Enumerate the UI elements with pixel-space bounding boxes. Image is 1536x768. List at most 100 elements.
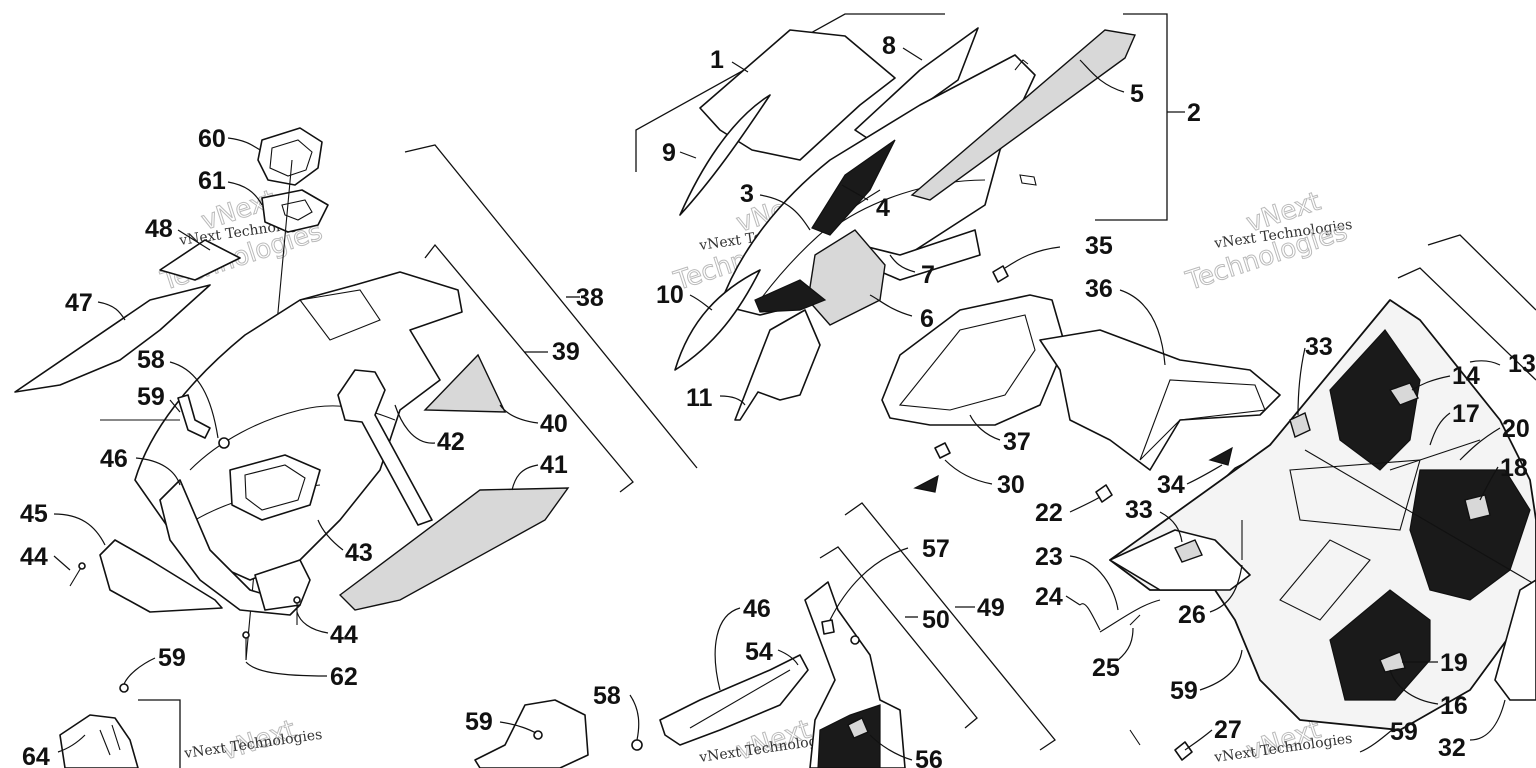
bracket-13b [1397, 267, 1536, 381]
callout: 60 [198, 125, 226, 153]
screw-44 [69, 565, 83, 587]
callout: 43 [345, 539, 373, 567]
bracket-49 [844, 502, 1056, 751]
vent-4 [811, 139, 896, 236]
leader-32 [1469, 699, 1506, 741]
callout: 17 [1452, 400, 1480, 428]
fastener-58 [218, 437, 230, 449]
callout: 58 [593, 682, 621, 710]
leader-47 [97, 301, 126, 321]
leader-3 [759, 194, 811, 231]
leader-4 [841, 184, 869, 201]
callout: 64 [22, 743, 50, 768]
nut-58 [631, 739, 643, 751]
screw-44-head [78, 562, 86, 570]
decal-9 [679, 94, 771, 216]
callout: 37 [1003, 428, 1031, 456]
leader-42 [394, 404, 436, 444]
clip-27 [1174, 741, 1193, 761]
rod-17 [1389, 439, 1481, 471]
callout: 33 [1125, 496, 1153, 524]
clip-35 [992, 265, 1009, 283]
callout: 36 [1085, 275, 1113, 303]
bracket-64 [138, 699, 181, 768]
callout: 59 [465, 708, 493, 736]
hood-assembly [635, 13, 1185, 421]
leader-24 [1065, 595, 1081, 606]
panel-graphic-18 [1409, 469, 1531, 601]
callout: 23 [1035, 543, 1063, 571]
screw-44-head [293, 596, 301, 604]
fastener [1019, 174, 1037, 186]
callout: 13 [1508, 350, 1536, 378]
callout: 25 [1092, 654, 1120, 682]
callout: 47 [65, 289, 93, 317]
bezel-42 [337, 369, 433, 526]
bracket-13a [1427, 234, 1536, 311]
callout: 54 [745, 638, 773, 666]
leader-46b [714, 607, 741, 691]
leader-58b [629, 694, 640, 741]
callout: 8 [882, 32, 896, 60]
callout: 16 [1440, 692, 1468, 720]
trim-32 [1494, 579, 1536, 701]
leader-33b [1297, 347, 1306, 416]
callout: 44 [20, 543, 48, 571]
leader-59e [123, 657, 156, 685]
clip-58 [177, 394, 211, 439]
pad-56 [847, 717, 869, 739]
leader-59b [1199, 649, 1243, 691]
callout: 49 [977, 594, 1005, 622]
callout: 27 [1214, 716, 1242, 744]
callout: 38 [576, 284, 604, 312]
duct-37-inner [898, 314, 1036, 411]
leader-61 [227, 181, 263, 206]
callout: 24 [1035, 583, 1063, 611]
leader-35 [1004, 246, 1061, 269]
foam-40 [423, 353, 507, 413]
leader-26 [1209, 564, 1243, 613]
leader-30 [944, 459, 993, 485]
leader-56 [869, 734, 913, 761]
hood-3 [719, 54, 1036, 316]
leader-5 [1079, 59, 1125, 93]
leader-23 [1069, 555, 1119, 611]
leader-36 [1119, 289, 1166, 366]
leader-54 [777, 649, 799, 666]
callout: 35 [1085, 232, 1113, 260]
foam-41 [338, 487, 570, 611]
leader-16 [1389, 669, 1439, 705]
gasket-60-inner [269, 139, 313, 177]
callout: 39 [552, 338, 580, 366]
arrow-30 [913, 474, 939, 493]
leader-64 [57, 734, 86, 753]
wire-25 [1129, 614, 1141, 626]
trim-54-line [689, 669, 791, 729]
leader-7 [889, 254, 916, 273]
leader-27 [1184, 729, 1213, 751]
wire-23 [1099, 599, 1161, 633]
foam-strip-5 [910, 29, 1136, 201]
leader-11 [719, 395, 746, 406]
callout: 14 [1452, 362, 1480, 390]
leader-40 [499, 404, 539, 424]
bracket-58 [474, 699, 589, 768]
leader-59d [499, 721, 537, 734]
leader-25 [1117, 627, 1134, 661]
callout: 50 [922, 606, 950, 634]
leader-48 [177, 229, 211, 251]
leader-59c [1359, 729, 1393, 753]
pad-14 [1388, 382, 1419, 406]
callout: 30 [997, 471, 1025, 499]
leader-60 [227, 137, 261, 151]
screw-57 [850, 635, 860, 645]
dash-opening [229, 454, 321, 521]
panel-36 [1039, 329, 1281, 471]
plate-61 [261, 189, 329, 233]
callout: 46 [743, 595, 771, 623]
callout: 59 [1390, 718, 1418, 746]
pad-33 [1174, 539, 1203, 563]
leader-44b [296, 611, 329, 634]
leader-46 [135, 457, 181, 486]
callout: 59 [137, 383, 165, 411]
